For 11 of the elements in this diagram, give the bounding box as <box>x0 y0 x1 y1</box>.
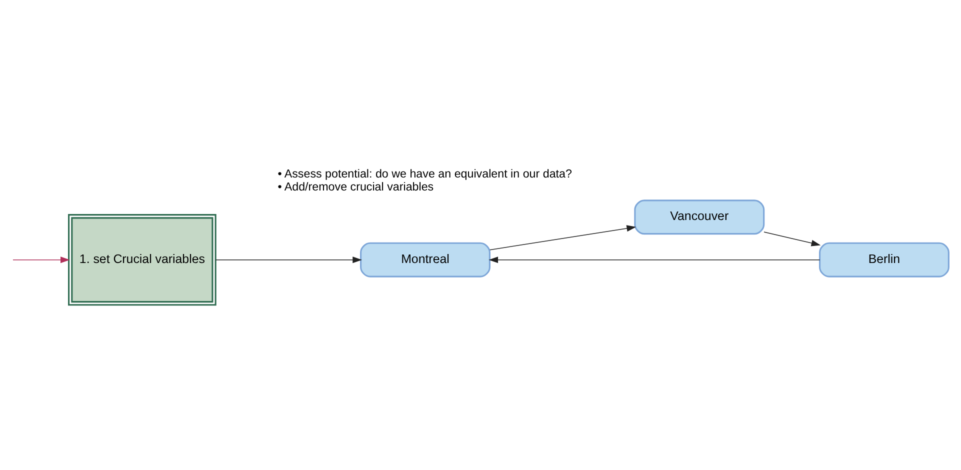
arrow <box>215 256 362 264</box>
node-box: 1. set Crucial variables <box>68 214 216 306</box>
arrow <box>764 232 821 246</box>
node-box: Montreal <box>360 242 490 278</box>
arrow <box>488 256 820 264</box>
node-box: Vancouver <box>634 200 765 235</box>
node-box: Berlin <box>818 242 950 278</box>
label: • Add/remove crucial variables <box>278 180 434 194</box>
arrow <box>490 225 636 250</box>
arrow <box>12 256 70 264</box>
label: • Assess potential: do we have an equivalent in our data? <box>278 168 572 181</box>
